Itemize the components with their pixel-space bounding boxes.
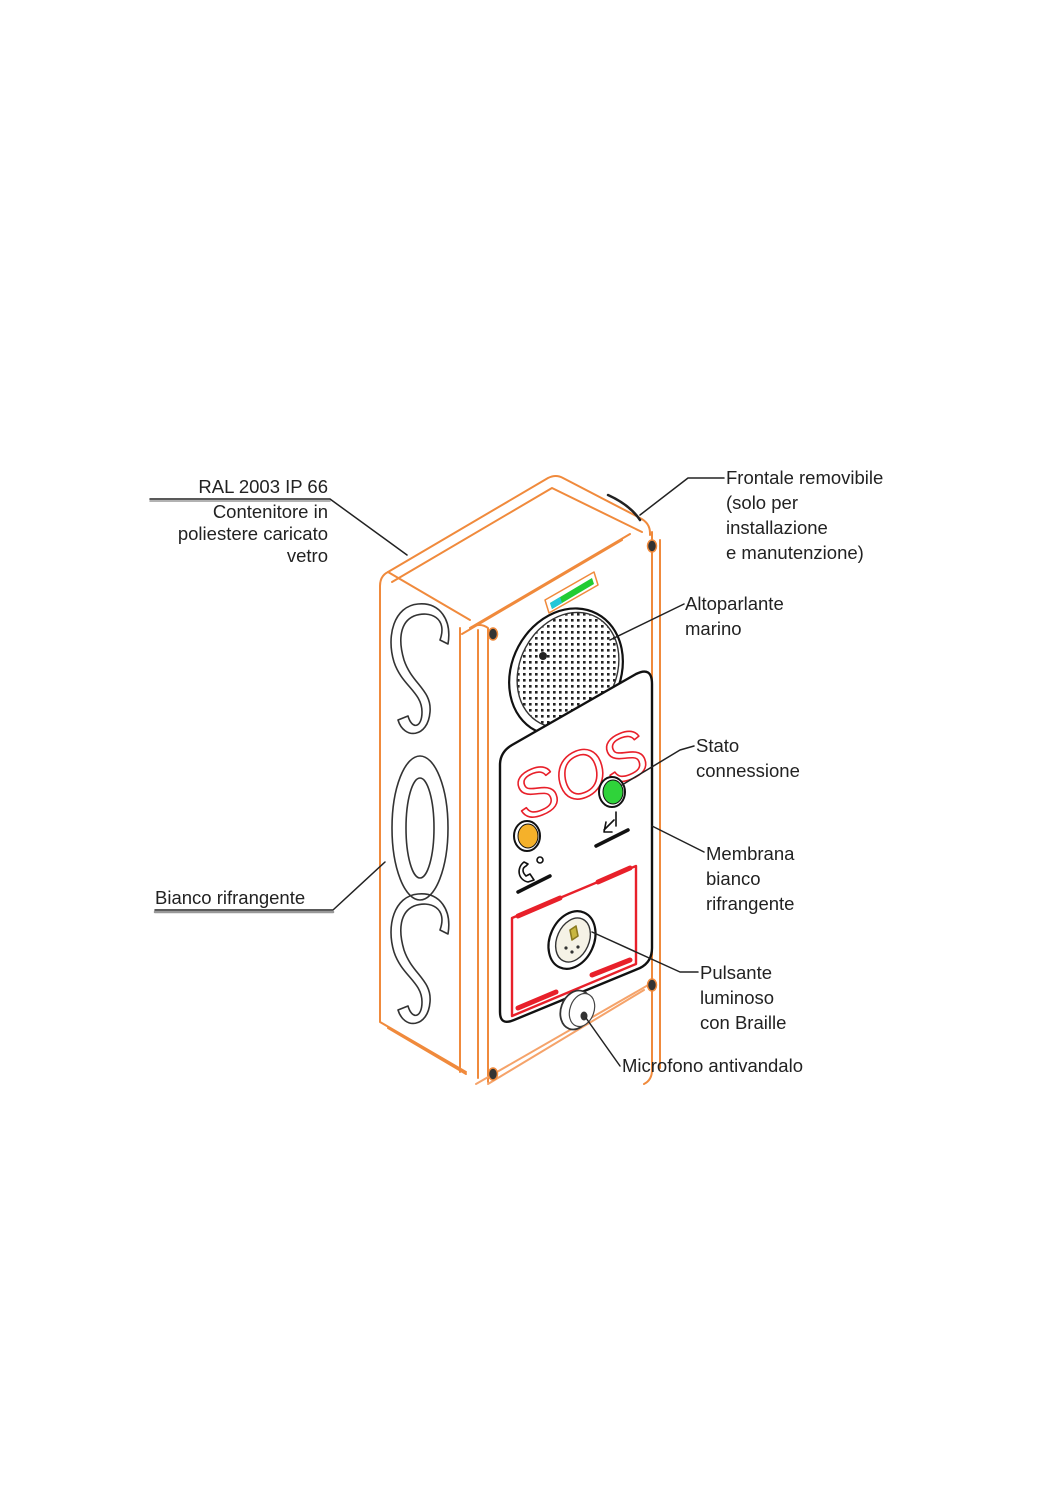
housing-top-front-edge	[469, 533, 631, 629]
screw-icon	[646, 978, 658, 992]
label-button-line2: luminoso	[700, 987, 775, 1008]
side-letter-s	[390, 603, 450, 735]
leader-side	[154, 861, 386, 911]
label-housing-line3: poliestere caricato	[177, 523, 328, 544]
phone-pictogram-icon	[516, 856, 552, 894]
leader-button	[591, 931, 699, 973]
label-membrane-line3: rifrangente	[706, 893, 795, 914]
label-housing: RAL 2003 IP 66 Contenitore in poliestere…	[150, 476, 328, 567]
housing	[379, 475, 661, 1085]
push-button-braille	[547, 910, 597, 970]
side-letter-o	[391, 755, 449, 901]
leader-lines	[149, 477, 725, 1067]
label-status-line1: Stato	[696, 735, 740, 756]
front-cover-edge	[606, 493, 642, 522]
leader-membrane	[651, 825, 705, 853]
label-push-button: Pulsante luminoso con Braille	[700, 962, 786, 1034]
leader-microphone	[585, 1017, 621, 1067]
label-status-line2: connessione	[696, 760, 800, 781]
screw-icon	[487, 1067, 499, 1081]
label-membrane-line2: bianco	[706, 868, 761, 889]
housing-bottom-edge	[487, 989, 645, 1085]
screws	[487, 539, 658, 1081]
label-button-line1: Pulsante	[700, 962, 772, 983]
housing-front-face	[469, 624, 489, 1083]
leader-speaker	[609, 603, 685, 641]
label-housing-line1: RAL 2003 IP 66	[198, 476, 328, 497]
label-housing-line4: vetro	[286, 545, 328, 566]
microphone	[559, 989, 596, 1031]
screw-icon	[487, 627, 499, 641]
label-membrane-line1: Membrana	[706, 843, 795, 864]
label-front-line2: (solo per	[726, 492, 798, 513]
leader-housing	[149, 498, 408, 556]
label-front-cover: Frontale removibile (solo per installazi…	[726, 467, 883, 564]
side-sos-lettering	[390, 603, 450, 1025]
pictograms	[516, 811, 630, 894]
label-connection-status: Stato connessione	[696, 735, 800, 782]
label-microphone: Microfono antivandalo	[622, 1055, 803, 1076]
membrane-panel	[498, 670, 654, 1023]
connection-pictogram-icon	[594, 811, 630, 848]
label-speaker-line1: Altoparlante	[685, 593, 784, 614]
label-front-line1: Frontale removibile	[726, 467, 884, 488]
top-badge	[544, 571, 599, 614]
label-speaker: Altoparlante marino	[685, 593, 784, 640]
side-letter-s	[390, 893, 450, 1025]
housing-left-face	[379, 571, 467, 1073]
label-front-line3: installazione	[726, 517, 828, 538]
status-leds	[513, 776, 626, 852]
label-side-panel: Bianco rifrangente	[155, 887, 306, 908]
leader-status	[621, 745, 695, 786]
label-button-line3: con Braille	[700, 1012, 787, 1033]
label-speaker-line2: marino	[685, 618, 742, 639]
leader-front	[639, 477, 725, 516]
label-housing-line2: Contenitore in	[212, 501, 328, 522]
housing-top-face	[387, 475, 651, 573]
push-button-frame	[510, 864, 638, 1018]
label-front-line4: e manutenzione)	[726, 542, 864, 563]
label-membrane: Membrana bianco rifrangente	[706, 843, 794, 915]
screw-icon	[646, 539, 658, 553]
